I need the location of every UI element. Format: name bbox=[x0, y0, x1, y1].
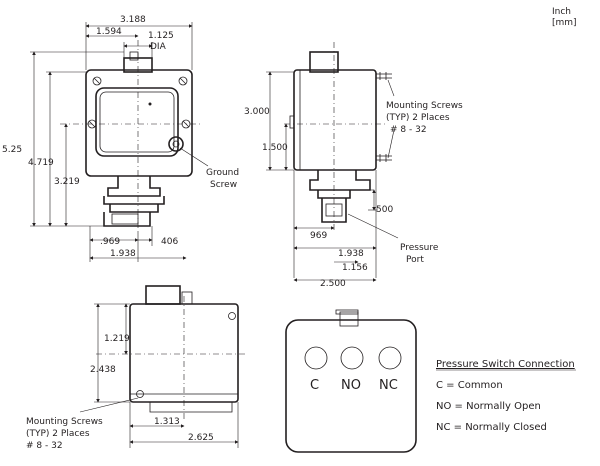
connection-top-fitting bbox=[339, 311, 359, 327]
side-top-cap bbox=[309, 51, 339, 73]
dim-side-bottom-right: 500 bbox=[376, 205, 393, 215]
terminal-c-icon bbox=[304, 346, 328, 370]
terminal-no-label: NO bbox=[341, 378, 361, 393]
dim-front-dia: 1.125 bbox=[148, 31, 174, 41]
side-view: 3.000 1.500 500 969 1.938 1.156 2.500 Mo… bbox=[244, 42, 463, 289]
bottom-mount-label-1: Mounting Screws bbox=[26, 417, 103, 427]
dim-front-height-total: 5.25 bbox=[2, 145, 22, 155]
legend-common: C = Common bbox=[436, 380, 503, 391]
dim-side-total: 2.500 bbox=[320, 279, 346, 289]
connection-title: Pressure Switch Connection bbox=[436, 359, 575, 370]
dim-front-half-width: 1.594 bbox=[96, 27, 122, 37]
terminal-no-icon bbox=[340, 346, 364, 370]
dim-bottom-width-half: 1.313 bbox=[154, 417, 180, 427]
bottom-mount-label-2: (TYP) 2 Places bbox=[26, 429, 90, 439]
terminal-nc-icon bbox=[378, 346, 402, 370]
bottom-view: 2.438 1.219 1.313 2.625 Mounting Screws … bbox=[26, 285, 246, 451]
bottom-top-cap bbox=[145, 285, 181, 305]
connection-diagram: C NO NC Pressure Switch Connection C = C… bbox=[285, 309, 576, 453]
dim-front-bottom-right: 406 bbox=[161, 237, 178, 247]
dim-bottom-width-total: 2.625 bbox=[188, 433, 214, 443]
dim-front-height-low: 3.219 bbox=[54, 177, 80, 187]
dim-front-bottom-left: .969 bbox=[100, 237, 120, 247]
pressure-port-label-1: Pressure bbox=[400, 243, 439, 253]
bottom-mount-label-3: # 8 - 32 bbox=[26, 441, 63, 451]
dim-front-bottom-total: 1.938 bbox=[110, 249, 136, 259]
pressure-port-label-2: Port bbox=[406, 255, 424, 265]
ground-screw-icon bbox=[168, 136, 184, 152]
ground-screw-label-2: Screw bbox=[210, 180, 237, 190]
units-secondary: [mm] bbox=[552, 18, 577, 28]
side-mount-label-2: (TYP) 2 Places bbox=[386, 113, 450, 123]
terminal-nc-label: NC bbox=[379, 378, 398, 393]
dim-bottom-height-total: 2.438 bbox=[90, 365, 116, 375]
ground-screw-label-1: Ground bbox=[206, 168, 239, 178]
dim-front-height-mid: 4.719 bbox=[28, 158, 54, 168]
connection-housing bbox=[285, 319, 417, 453]
side-mount-label-3: # 8 - 32 bbox=[390, 125, 427, 135]
side-housing bbox=[293, 69, 377, 171]
dim-side-inner: 1.156 bbox=[342, 263, 368, 273]
front-housing bbox=[85, 69, 193, 177]
front-view: 3.188 1.594 1.125 DIA 5.25 4.719 3.219 .… bbox=[2, 15, 239, 262]
dim-side-mid: 1.938 bbox=[338, 249, 364, 259]
dim-side-height-mid: 1.500 bbox=[262, 143, 288, 153]
side-mount-label-1: Mounting Screws bbox=[386, 101, 463, 111]
dim-side-height-top: 3.000 bbox=[244, 107, 270, 117]
terminal-c-label: C bbox=[310, 378, 319, 393]
dim-front-dia-label: DIA bbox=[150, 42, 167, 52]
units-primary: Inch bbox=[552, 7, 571, 17]
front-window bbox=[95, 87, 179, 157]
dim-bottom-height-half: 1.219 bbox=[104, 334, 130, 344]
dim-front-width: 3.188 bbox=[120, 15, 146, 25]
dim-side-left: 969 bbox=[310, 231, 327, 241]
legend-normally-closed: NC = Normally Closed bbox=[436, 422, 547, 433]
legend-normally-open: NO = Normally Open bbox=[436, 401, 541, 412]
